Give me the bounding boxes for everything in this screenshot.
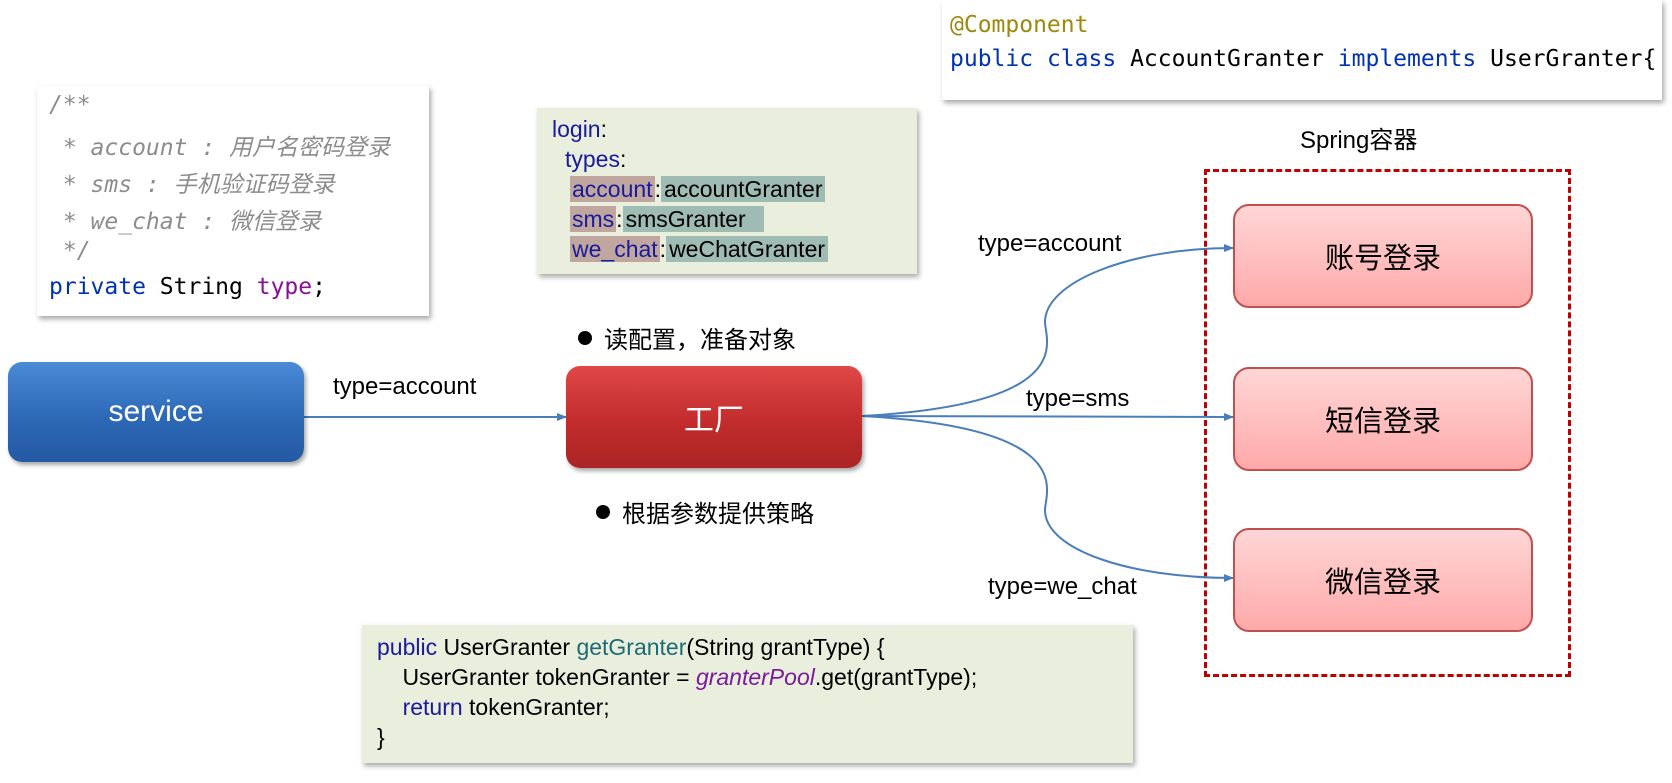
- edge-label-wechat: type=we_chat: [988, 573, 1137, 600]
- method-return-line: return tokenGranter;: [402, 694, 610, 720]
- arrow-factory-to-account: [861, 244, 1234, 417]
- interface-name: UserGranter{: [1490, 46, 1657, 72]
- method-body-line: UserGranter tokenGranter = granterPool.g…: [377, 664, 978, 690]
- yaml-config-panel: login: types: account:accountGranter sms…: [537, 108, 917, 274]
- component-annotation: @Component: [950, 12, 1089, 38]
- class-keyword: class: [1046, 46, 1117, 72]
- method-code-panel: public UserGranter getGranter(String gra…: [362, 625, 1133, 763]
- annotation-code-panel: @Component public class AccountGranter i…: [942, 0, 1662, 100]
- comment-line: * sms : 手机验证码登录: [49, 172, 335, 198]
- comment-code-panel: /** * account : 用户名密码登录 * sms : 手机验证码登录 …: [37, 86, 429, 316]
- service-node: service: [8, 362, 304, 462]
- field-declaration: private String type;: [49, 274, 326, 300]
- comment-line: * account : 用户名密码登录: [49, 135, 391, 161]
- factory-node: 工厂: [566, 366, 862, 468]
- yaml-entry-sms: sms:smsGranter: [570, 206, 764, 233]
- edge-label-sms: type=sms: [1026, 385, 1130, 412]
- type-field: type: [256, 274, 313, 300]
- yaml-entry-wechat: we_chat:weChatGranter: [570, 236, 829, 263]
- account-login-node: 账号登录: [1233, 204, 1533, 308]
- spring-container-label: Spring容器: [1300, 127, 1418, 154]
- yaml-types-key: types: [565, 146, 620, 172]
- bullet-strategy: 根据参数提供策略: [596, 494, 814, 529]
- spring-container: [1204, 169, 1571, 677]
- comment-line: /**: [49, 92, 91, 118]
- arrow-factory-to-wechat: [861, 415, 1234, 582]
- public-keyword: public: [950, 46, 1034, 72]
- granter-pool-field: granterPool: [695, 664, 815, 690]
- implements-keyword: implements: [1337, 46, 1477, 72]
- method-signature: public UserGranter getGranter(String gra…: [377, 634, 885, 660]
- bullet-read-config: 读配置，准备对象: [578, 320, 796, 355]
- comment-line: */: [49, 238, 91, 264]
- wechat-login-node: 微信登录: [1233, 528, 1533, 632]
- edge-label-account: type=account: [978, 230, 1122, 257]
- semicolon: ;: [312, 274, 326, 300]
- class-name: AccountGranter: [1130, 46, 1324, 72]
- method-closing-brace: }: [377, 724, 385, 750]
- yaml-entry-account: account:accountGranter: [570, 176, 826, 203]
- class-declaration: public class AccountGranter implements U…: [950, 46, 1656, 72]
- arrow-factory-to-sms: [861, 412, 1234, 421]
- edge-label-service-factory: type=account: [333, 373, 477, 400]
- yaml-login-line: login:: [552, 116, 607, 142]
- sms-login-node: 短信登录: [1233, 367, 1533, 471]
- string-type: String: [145, 274, 257, 300]
- yaml-types-line: types:: [565, 146, 627, 172]
- comment-line: * we_chat : 微信登录: [49, 209, 322, 235]
- bullet-dot-icon: [578, 331, 592, 345]
- private-keyword: private: [49, 274, 146, 300]
- method-name: getGranter: [576, 634, 687, 660]
- yaml-login-key: login: [552, 116, 601, 142]
- bullet-dot-icon: [596, 505, 610, 519]
